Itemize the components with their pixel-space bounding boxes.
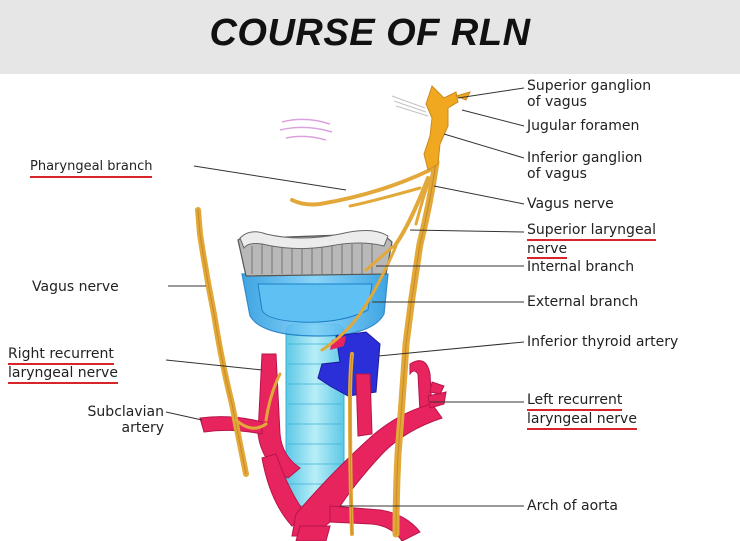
label-internal-branch: Internal branch	[527, 259, 635, 275]
label-vagus-nerve-right: Vagus nerve	[527, 196, 614, 212]
leader-lines	[165, 87, 525, 507]
label-pharyngeal-branch: Pharyngeal branch	[30, 158, 153, 178]
page-title: COURSE OF RLN	[209, 12, 531, 54]
label-arch-of-aorta: Arch of aorta	[527, 498, 618, 514]
ganglion	[423, 85, 459, 171]
rln-anatomy-diagram	[165, 85, 525, 541]
skull-base-sketch	[279, 118, 333, 141]
label-jugular-foramen: Jugular foramen	[527, 118, 640, 134]
label-right-recurrent-laryngeal-nerve: Right recurrent laryngeal nerve	[8, 346, 118, 384]
label-external-branch: External branch	[527, 294, 639, 310]
nerves	[195, 158, 440, 538]
title-bar: COURSE OF RLN	[0, 0, 740, 74]
label-left-recurrent-laryngeal-nerve: Left recurrent laryngeal nerve	[527, 392, 637, 430]
hyoid-bone	[239, 230, 389, 250]
label-inferior-thyroid-artery: Inferior thyroid artery	[527, 334, 679, 350]
label-vagus-nerve-left: Vagus nerve	[32, 279, 119, 295]
foramen-sketch	[391, 95, 429, 117]
